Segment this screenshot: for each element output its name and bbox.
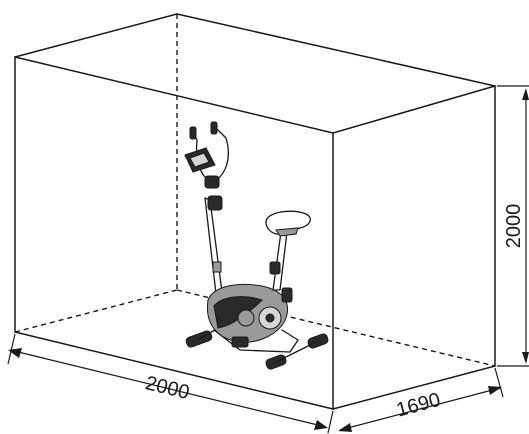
width-dimension-label: 2000 — [143, 372, 191, 404]
width-arrow-left — [8, 348, 22, 358]
console-mount — [204, 175, 220, 189]
height-arrow-top — [522, 88, 529, 100]
handle-grip-right — [210, 121, 218, 135]
saddle-base — [275, 227, 299, 237]
width-arrow-right — [314, 420, 328, 430]
depth-dimension: 1690 — [338, 367, 504, 432]
depth-dimension-label: 1690 — [394, 389, 443, 422]
width-dimension-line — [9, 349, 327, 428]
bottom-front-edge — [14, 331, 334, 410]
seat-post — [272, 231, 288, 291]
hidden-bottom-left-edge — [14, 289, 178, 333]
width-extension-left — [7, 333, 16, 365]
crank-hub — [265, 313, 275, 323]
box-visible-edges — [14, 13, 496, 410]
post-clamp — [212, 261, 222, 273]
handle-grip-left — [189, 126, 197, 140]
top-back-edge — [14, 13, 178, 58]
handlebar-right — [213, 125, 229, 183]
width-dimension: 2000 — [7, 333, 334, 434]
depth-extension-right — [494, 367, 504, 398]
handlebar-post — [204, 197, 223, 295]
width-extension-right — [327, 410, 334, 434]
depth-arrow-right — [488, 386, 502, 395]
depth-dimension-line — [339, 387, 501, 431]
top-right-edge — [176, 13, 496, 87]
resistance-knob — [237, 309, 255, 327]
exercise-bike-illustration — [184, 121, 329, 370]
top-front-edge — [14, 56, 334, 134]
saddle — [265, 210, 311, 236]
console-screen — [189, 152, 210, 168]
top-side-edge — [332, 85, 496, 134]
housing-panel — [213, 296, 263, 329]
bottom-side-edge — [332, 365, 496, 410]
height-dimension: 2000 — [497, 85, 529, 367]
post-knob — [207, 195, 223, 211]
height-dimension-label: 2000 — [503, 204, 525, 249]
depth-arrow-left — [338, 423, 352, 432]
pedal-right — [281, 287, 293, 303]
height-arrow-bottom — [522, 352, 529, 364]
rear-stabilizer — [275, 340, 319, 363]
seat-knob — [269, 261, 281, 275]
pedal-left — [231, 336, 249, 348]
